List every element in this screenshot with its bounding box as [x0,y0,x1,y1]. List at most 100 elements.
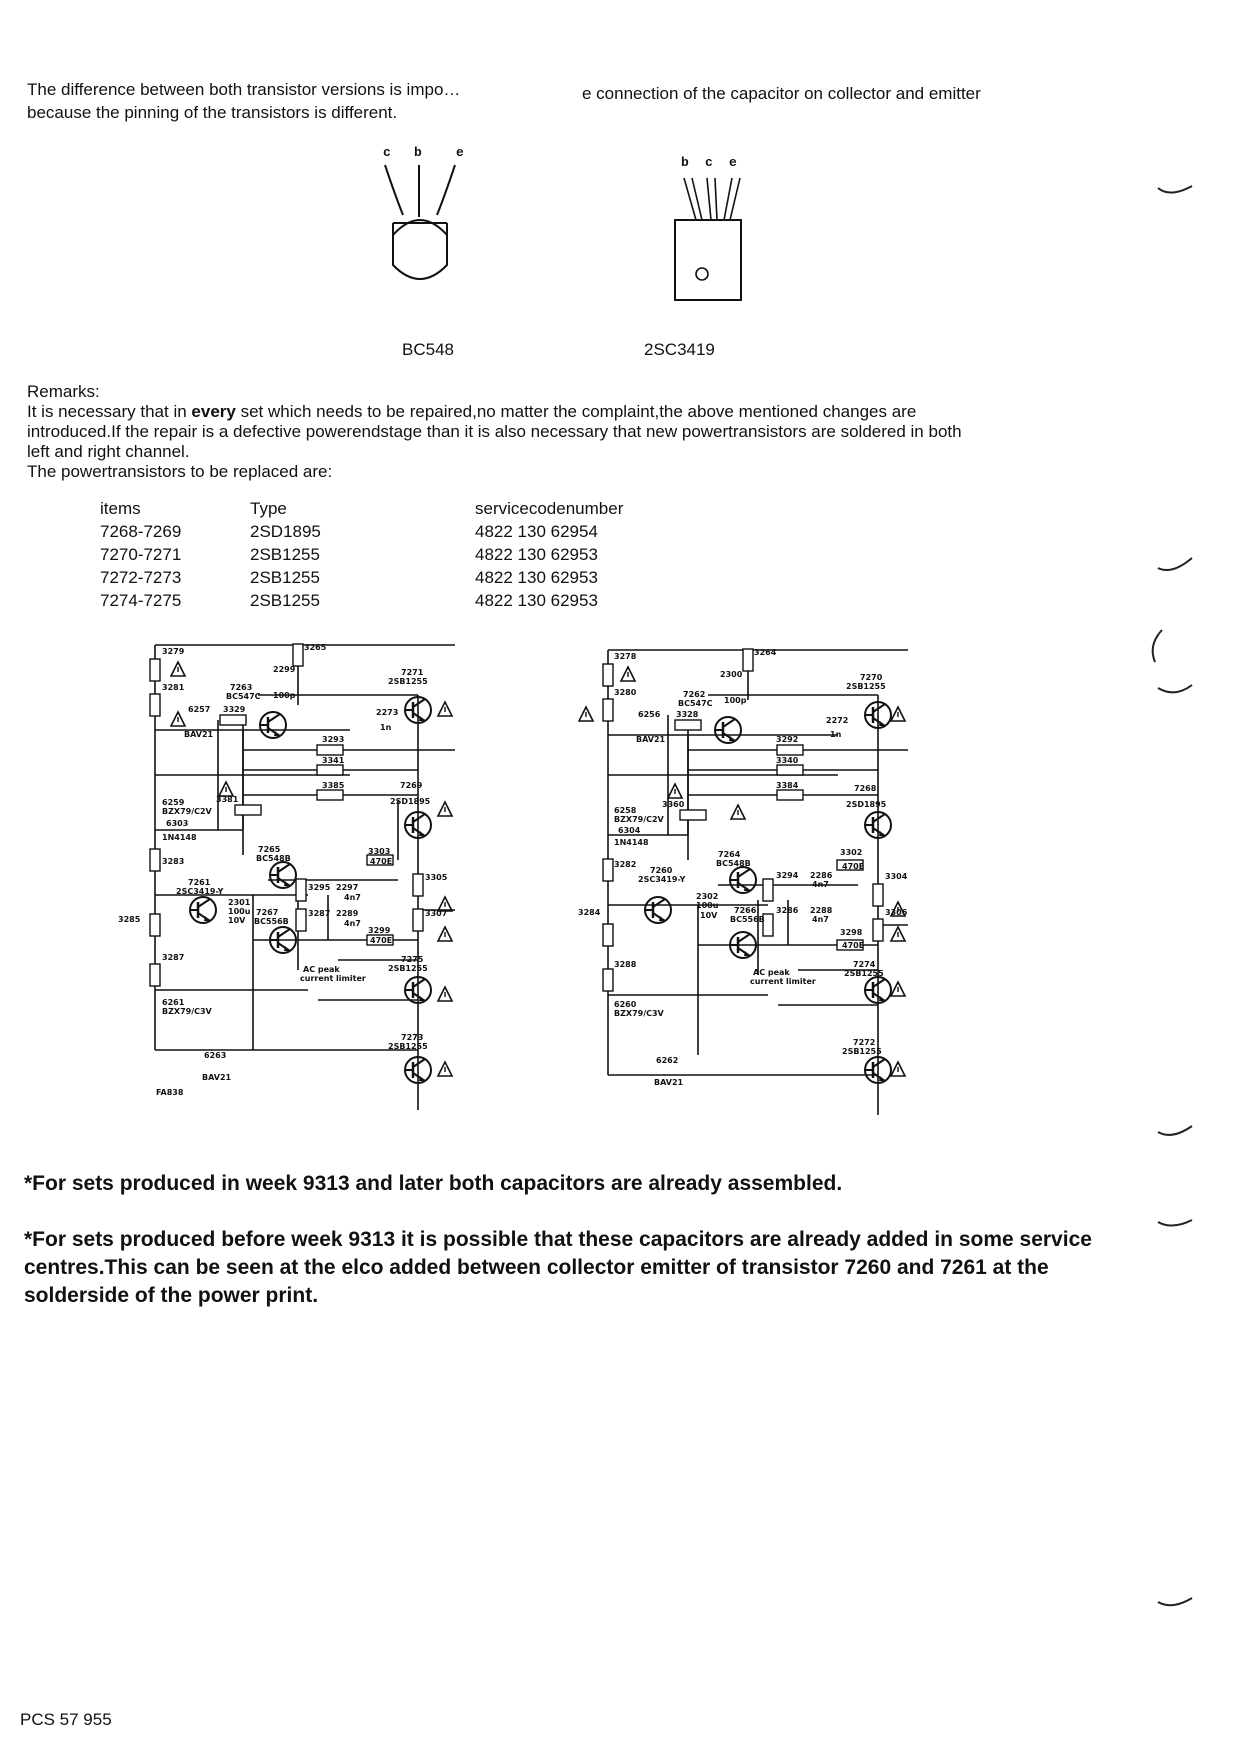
parts-table: items Type servicecodenumber 7268-7269 2… [100,497,623,612]
schematic-label: 7275 [401,955,424,964]
schematic-label: 7265 [258,845,281,854]
schematic-label: 3306 [885,908,908,917]
bc548-pin-3-label: e [456,145,464,160]
warning-icon [890,926,906,942]
transistor-icon [643,895,673,925]
schematic-label: 2SB1255 [388,677,428,686]
schematic-label: 4n7 [344,893,361,902]
schematic-label: 2289 [336,909,359,918]
remarks-paragraph-1: It is necessary that in every set which … [27,402,962,422]
to126-outline-icon [674,177,742,301]
schematic-label: BAV21 [184,730,214,739]
schematic-label: 3284 [578,908,601,917]
schematic-label: BC547C [678,699,713,708]
resistor-icon [316,789,344,801]
warning-icon [437,1061,453,1077]
resistor-icon [872,883,884,907]
schematic-label: 7271 [401,668,424,677]
schematic-label: 3298 [840,928,863,937]
schematic-label: 3384 [776,781,799,790]
resistor-icon [149,658,161,682]
table-cell: 7270-7271 [100,545,182,564]
schematic-label: BZX79/C3V [162,1007,213,1016]
resistor-icon [679,809,707,821]
2sc3419-package-drawing: b c e [670,150,770,310]
schematic-label: 3280 [614,688,637,697]
punch-mark-icon [1157,1125,1193,1136]
schematic-label: 3360 [662,800,685,809]
schematic-label: 3307 [425,909,447,918]
schematic-label: 3303 [368,847,390,856]
schematic-label: 6260 [614,1000,637,1009]
schematic-label: 3299 [368,926,391,935]
resistor-icon [602,858,614,882]
remarks-heading: Remarks: [27,382,100,401]
schematic-label: 2SC3419-Y [176,887,224,896]
schematic-label: 470E [842,862,864,871]
schematic-label: 100u [696,901,719,910]
schematic-label: current limiter [300,974,366,983]
schematic-label: 3385 [322,781,345,790]
resistor-icon [602,663,614,687]
schematic-label: 6256 [638,710,661,719]
table-row: 7274-7275 2SB1255 4822 130 62953 [100,589,623,612]
schematic-label: 3329 [223,705,246,714]
warning-icon [170,661,186,677]
table-cell: 2SD1895 [250,522,321,541]
warning-icon [890,981,906,997]
schematic-label: 3293 [322,735,344,744]
schematic-label: 2SB1255 [846,682,886,691]
schematic-label: 7272 [853,1038,875,1047]
schematic-label: 2297 [336,883,358,892]
punch-mark-icon [1157,185,1193,194]
intro-line-1-left: The difference between both transistor v… [27,80,461,99]
schematic-label: 7264 [718,850,741,859]
warning-icon [890,1061,906,1077]
intro-line-2: because the pinning of the transistors i… [27,103,398,122]
resistor-icon [674,719,702,731]
table-cell: 2SB1255 [250,545,320,564]
schematic-label: 7263 [230,683,252,692]
schematic-label: 3304 [885,872,908,881]
warning-icon [437,986,453,1002]
2sc3419-label: 2SC3419 [644,340,715,359]
resistor-icon [776,764,804,776]
table-cell: 4822 130 62954 [475,522,598,541]
warning-icon [437,801,453,817]
schematic-label: 7268 [854,784,877,793]
schematic-label: 2302 [696,892,718,901]
schematic-label: FA838 [156,1088,184,1097]
bc548-package-drawing: c b e [375,145,485,295]
remarks-paragraph-4: The powertransistors to be replaced are: [27,462,333,481]
punch-mark-icon [1157,557,1193,571]
resistor-icon [412,908,424,932]
punch-mark-icon [1151,629,1163,663]
schematic-label: 470E [842,941,864,950]
schematic-label: 7270 [860,673,883,682]
transistor-icon [258,710,288,740]
schematic-label: 10V [700,911,718,920]
schematic-label: 3287 [162,953,184,962]
schematic-label: BAV21 [654,1078,684,1087]
to92-outline-icon [384,164,456,280]
schematic-label: 2SB1255 [388,1042,428,1051]
schematic-label: 7262 [683,690,705,699]
note-1: *For sets produced in week 9313 and late… [24,1172,843,1195]
resistor-icon [602,923,614,947]
table-header: servicecodenumber [475,499,624,518]
resistor-icon [149,963,161,987]
schematic-label: BC548B [256,854,291,863]
schematic-left: 3279 3281 3265 2299 100p 6257 BAV21 3329… [118,643,455,1110]
schematic-label: 6257 [188,705,210,714]
table-row: 7272-7273 2SB1255 4822 130 62953 [100,566,623,589]
resistor-icon [316,744,344,756]
schematic-label: 1N4148 [614,838,649,847]
schematic-label: 1n [380,723,392,732]
resistor-icon [149,913,161,937]
resistor-icon [292,643,304,667]
schematic-label: BZX79/C3V [614,1009,665,1018]
schematic-label: 6259 [162,798,185,807]
schematic-label: AC peak [303,965,340,974]
schematic-label: BC556B [730,915,765,924]
schematic-label: 6303 [166,819,188,828]
